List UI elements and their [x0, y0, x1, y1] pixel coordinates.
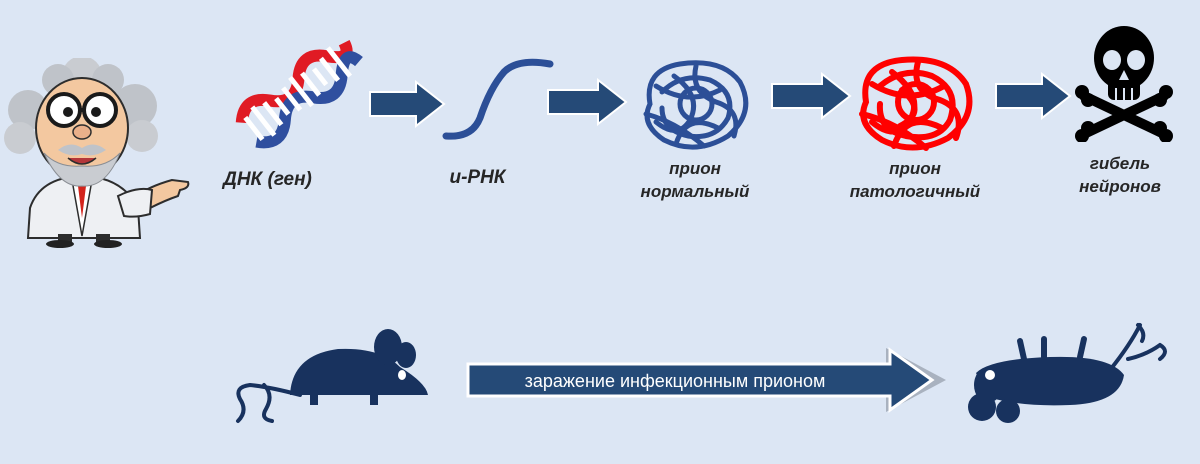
normal-prion-tangled-coil-icon [643, 60, 749, 150]
prion-normal-label-line2: нормальный [640, 182, 750, 201]
arrow-pathological-to-death [995, 72, 1072, 120]
dna-label: ДНК (ген) [223, 169, 312, 190]
infection-arrow [466, 347, 946, 413]
pathological-prion-tangled-coil-icon [859, 56, 973, 151]
scientist-icon [4, 58, 190, 248]
arrow-dna-to-mrna [369, 80, 446, 128]
prion-pathological-label-line2: патологичный [849, 182, 981, 201]
prion-pathological-label-line1: прион [889, 159, 941, 178]
mouse-icon [236, 329, 428, 423]
arrow-normal-to-pathological [771, 72, 852, 120]
death-label-line1: гибель [1089, 154, 1151, 173]
infection-label: заражение инфекционным прионом [524, 371, 826, 391]
arrow-mrna-to-prion [547, 78, 628, 126]
mrna-strand-icon [442, 58, 554, 140]
skull-crossbones-icon [1075, 26, 1173, 142]
dna-helix-icon [235, 39, 363, 149]
prion-normal-label-line1: прион [669, 159, 721, 178]
death-label-line2: нейронов [1079, 177, 1161, 196]
mrna-label: и-РНК [449, 167, 506, 188]
dead-mouse-icon [968, 323, 1167, 423]
